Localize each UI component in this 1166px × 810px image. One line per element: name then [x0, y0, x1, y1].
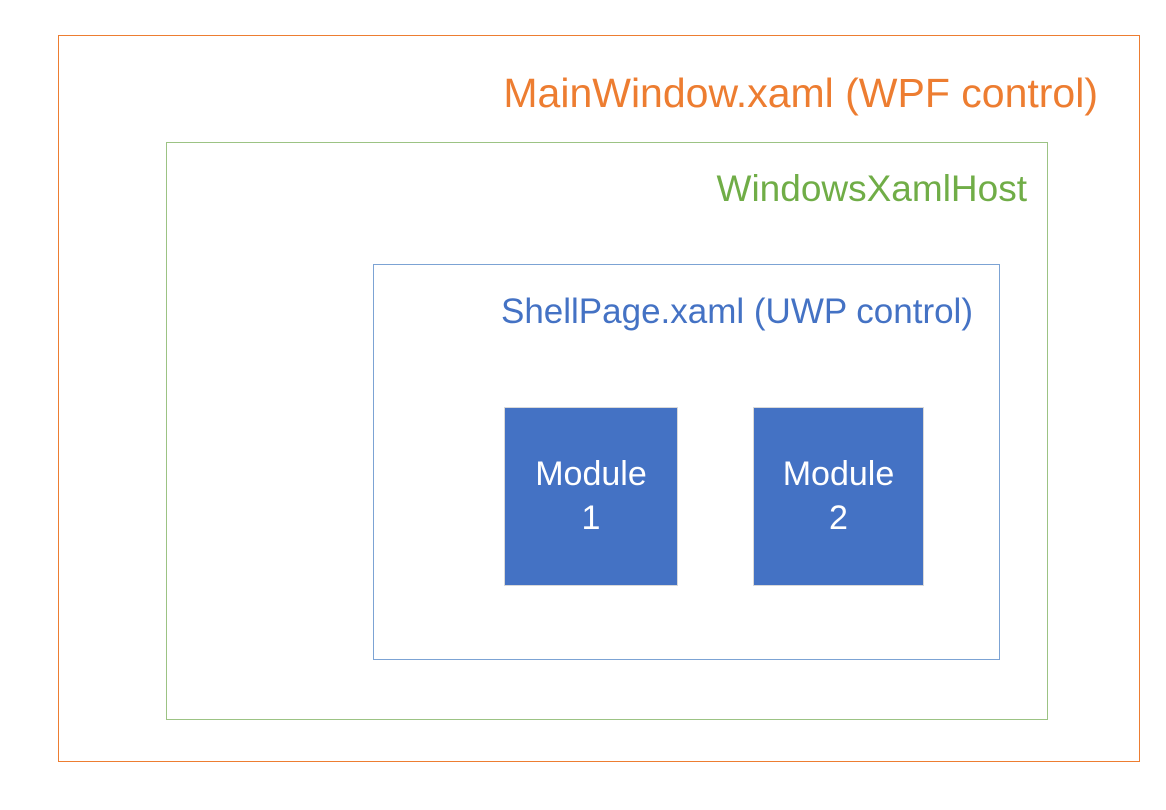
container-mainwindow-xaml: MainWindow.xaml (WPF control) WindowsXam…	[58, 35, 1140, 762]
module-1-name: Module	[535, 454, 647, 493]
module-2-number: 2	[829, 498, 848, 537]
module-box-1: Module 1	[504, 407, 678, 586]
module-1-number: 1	[581, 498, 601, 537]
label-mainwindow-xaml: MainWindow.xaml (WPF control)	[503, 70, 1098, 116]
label-shellpage-xaml: ShellPage.xaml (UWP control)	[500, 292, 973, 331]
module-2-name: Module	[782, 454, 895, 493]
module-box-2: Module 2	[753, 407, 924, 586]
container-shellpage-xaml: ShellPage.xaml (UWP control) Module 1 Mo…	[373, 264, 1000, 660]
container-windowsxamlhost: WindowsXamlHost ShellPage.xaml (UWP cont…	[166, 142, 1048, 720]
label-windowsxamlhost: WindowsXamlHost	[716, 168, 1027, 209]
